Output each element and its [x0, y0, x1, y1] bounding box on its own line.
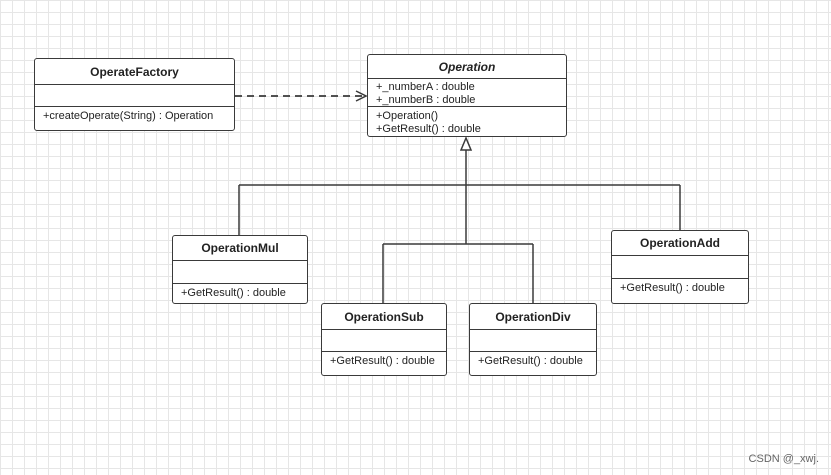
- operation-get-result: +GetResult() : double: [181, 287, 286, 299]
- operation-get-result: +GetResult() : double: [620, 282, 725, 294]
- class-name: OperationDiv: [470, 304, 596, 330]
- attributes-compartment: +_numberA : double +_numberB : double: [368, 79, 566, 107]
- attributes-compartment: [35, 85, 234, 107]
- attributes-compartment: [470, 330, 596, 352]
- class-operation-div[interactable]: OperationDiv +GetResult() : double: [469, 303, 597, 376]
- operations-compartment: +GetResult() : double: [322, 352, 446, 375]
- operation-get-result: +GetResult() : double: [376, 123, 481, 135]
- operation-create-operate: +createOperate(String) : Operation: [43, 110, 214, 122]
- operation-constructor: +Operation(): [376, 110, 439, 122]
- attributes-compartment: [322, 330, 446, 352]
- class-name: Operation: [368, 55, 566, 79]
- operation-get-result: +GetResult() : double: [330, 355, 435, 367]
- operation-get-result: +GetResult() : double: [478, 355, 583, 367]
- attributes-compartment: [612, 256, 748, 279]
- generalization-connector: [238, 136, 681, 303]
- attribute-number-b: +_numberB : double: [376, 94, 476, 106]
- attributes-compartment: [173, 261, 307, 284]
- class-operation-sub[interactable]: OperationSub +GetResult() : double: [321, 303, 447, 376]
- class-name: OperationSub: [322, 304, 446, 330]
- class-name: OperationMul: [173, 236, 307, 261]
- generalization-arrowhead: [459, 136, 473, 151]
- class-operation[interactable]: Operation +_numberA : double +_numberB :…: [367, 54, 567, 137]
- class-operate-factory[interactable]: OperateFactory +createOperate(String) : …: [34, 58, 235, 131]
- operations-compartment: +GetResult() : double: [470, 352, 596, 375]
- watermark: CSDN @_xwj.: [748, 453, 819, 465]
- operations-compartment: +createOperate(String) : Operation: [35, 107, 234, 130]
- class-name: OperationAdd: [612, 231, 748, 256]
- attribute-number-a: +_numberA : double: [376, 81, 475, 93]
- class-operation-add[interactable]: OperationAdd +GetResult() : double: [611, 230, 749, 304]
- class-operation-mul[interactable]: OperationMul +GetResult() : double: [172, 235, 308, 304]
- operations-compartment: +Operation() +GetResult() : double: [368, 107, 566, 136]
- operations-compartment: +GetResult() : double: [612, 279, 748, 303]
- class-name: OperateFactory: [35, 59, 234, 85]
- operations-compartment: +GetResult() : double: [173, 284, 307, 303]
